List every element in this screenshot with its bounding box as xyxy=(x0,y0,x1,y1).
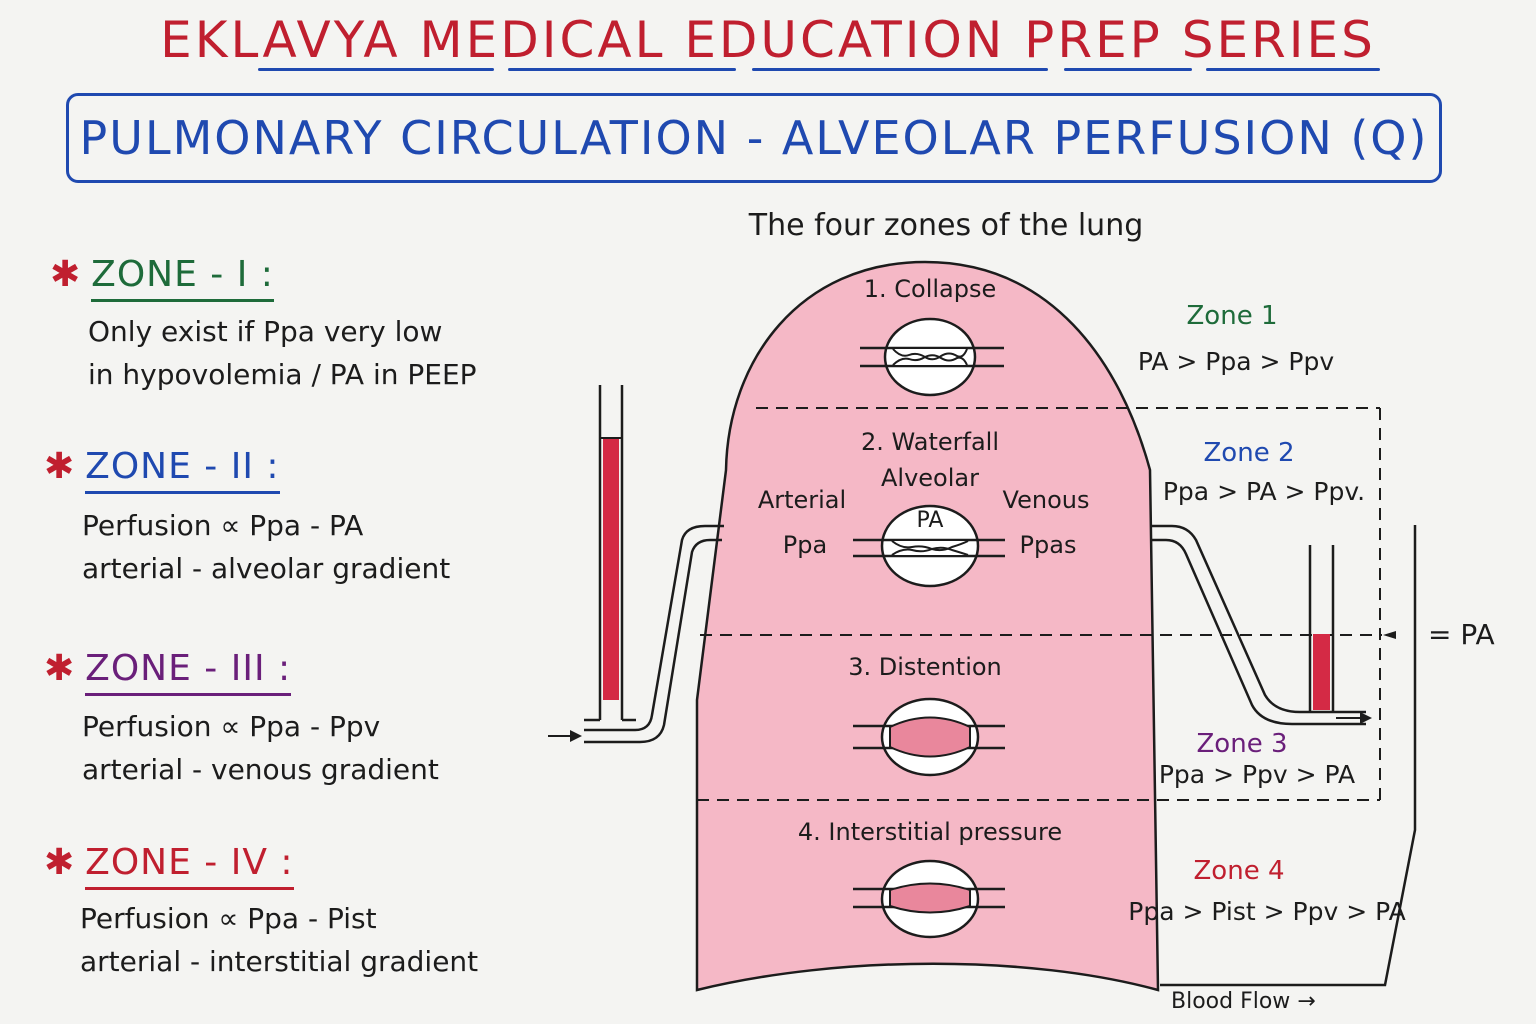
outflow-arrow-icon xyxy=(1336,712,1372,724)
zone-heading-2: ✱ZONE - II : xyxy=(44,446,280,494)
right-zone-1-name: Zone 1 xyxy=(1187,301,1278,331)
zone-3-line-1: Perfusion ∝ Ppa - Ppv xyxy=(82,710,381,743)
right-zone-3-name: Zone 3 xyxy=(1197,729,1288,759)
venous-tube xyxy=(1152,524,1366,726)
inflow-arrow-icon xyxy=(548,730,582,742)
arterial-blood-column xyxy=(603,438,619,700)
venous-pressure-label: Ppas xyxy=(1020,531,1077,559)
lung-zone-label-1: 1. Collapse xyxy=(864,275,997,303)
zone-heading-4: ✱ZONE - IV : xyxy=(44,842,294,890)
right-zone-2-relation: Ppa > PA > Ppv. xyxy=(1163,477,1365,506)
lung-zone-label-4: 4. Interstitial pressure xyxy=(798,818,1062,846)
title-underline xyxy=(752,68,1048,71)
zone-3-text: Perfusion ∝ Ppa - Ppv arterial - venous … xyxy=(82,705,439,791)
pa-level-arrow xyxy=(1383,631,1396,639)
title-underline xyxy=(258,68,494,71)
title-underline xyxy=(1064,68,1192,71)
topic-box: PULMONARY CIRCULATION - ALVEOLAR PERFUSI… xyxy=(66,93,1442,183)
right-zone-2-name: Zone 2 xyxy=(1204,438,1295,468)
zone-2-line-1: Perfusion ∝ Ppa - PA xyxy=(82,509,364,542)
alveolus-collapse xyxy=(860,317,1004,397)
equals-pa-label: = PA xyxy=(1428,618,1495,651)
zone-3-line-2: arterial - venous gradient xyxy=(82,753,439,786)
right-zone-4-relation: Ppa > Pist > Ppv > PA xyxy=(1128,897,1405,926)
zone-heading-1: ✱ZONE - I : xyxy=(50,254,274,302)
alveolus-distention xyxy=(853,697,1005,777)
right-zone-3-relation: Ppa > Ppv > PA xyxy=(1159,760,1355,789)
topic-title: PULMONARY CIRCULATION - ALVEOLAR PERFUSI… xyxy=(79,111,1429,165)
blood-flow-label: Blood Flow → xyxy=(1171,989,1316,1014)
alveolar-label: Alveolar xyxy=(881,464,979,492)
zone-1-line-1: Only exist if Ppa very low xyxy=(88,315,443,348)
venous-blood-column xyxy=(1313,634,1330,710)
asterisk-icon: ✱ xyxy=(44,446,76,487)
zone-4-line-1: Perfusion ∝ Ppa - Pist xyxy=(80,902,377,935)
arterial-pressure-label: Ppa xyxy=(783,531,827,559)
zone-4-line-2: arterial - interstitial gradient xyxy=(80,945,479,978)
zone-heading-text: ZONE - III : xyxy=(85,648,292,696)
zone-heading-3: ✱ZONE - III : xyxy=(44,648,292,696)
arterial-label: Arterial xyxy=(758,486,846,514)
asterisk-icon: ✱ xyxy=(44,842,76,883)
zone-4-text: Perfusion ∝ Ppa - Pist arterial - inters… xyxy=(80,897,478,983)
zone-heading-text: ZONE - IV : xyxy=(85,842,294,890)
alveolar-pressure-label: PA xyxy=(917,508,944,533)
lung-zone-label-3: 3. Distention xyxy=(848,653,1002,681)
alveolus-waterfall: PA xyxy=(853,504,1005,588)
asterisk-icon: ✱ xyxy=(44,648,76,689)
lung-silhouette xyxy=(695,260,1160,992)
asterisk-icon: ✱ xyxy=(50,254,82,295)
arterial-tube xyxy=(584,385,724,744)
title-underline xyxy=(508,68,736,71)
zone-1-line-2: in hypovolemia / PA in PEEP xyxy=(88,358,477,391)
zone-2-text: Perfusion ∝ Ppa - PA arterial - alveolar… xyxy=(82,504,450,590)
zone-1-text: Only exist if Ppa very low in hypovolemi… xyxy=(88,310,477,396)
right-zone-1-relation: PA > Ppa > Ppv xyxy=(1138,347,1334,376)
alveolus-interstitial xyxy=(853,859,1005,939)
series-title: EKLAVYA MEDICAL EDUCATION PREP SERIES xyxy=(160,11,1376,69)
zone-heading-text: ZONE - I : xyxy=(91,254,274,302)
diagram-title: The four zones of the lung xyxy=(748,208,1144,243)
zone-2-line-2: arterial - alveolar gradient xyxy=(82,552,451,585)
lung-zone-label-2: 2. Waterfall xyxy=(861,428,999,456)
zone-heading-text: ZONE - II : xyxy=(85,446,280,494)
venous-label: Venous xyxy=(1003,486,1090,514)
title-underline xyxy=(1206,68,1380,71)
flow-bracket xyxy=(1160,525,1417,987)
right-zone-4-name: Zone 4 xyxy=(1194,856,1285,886)
